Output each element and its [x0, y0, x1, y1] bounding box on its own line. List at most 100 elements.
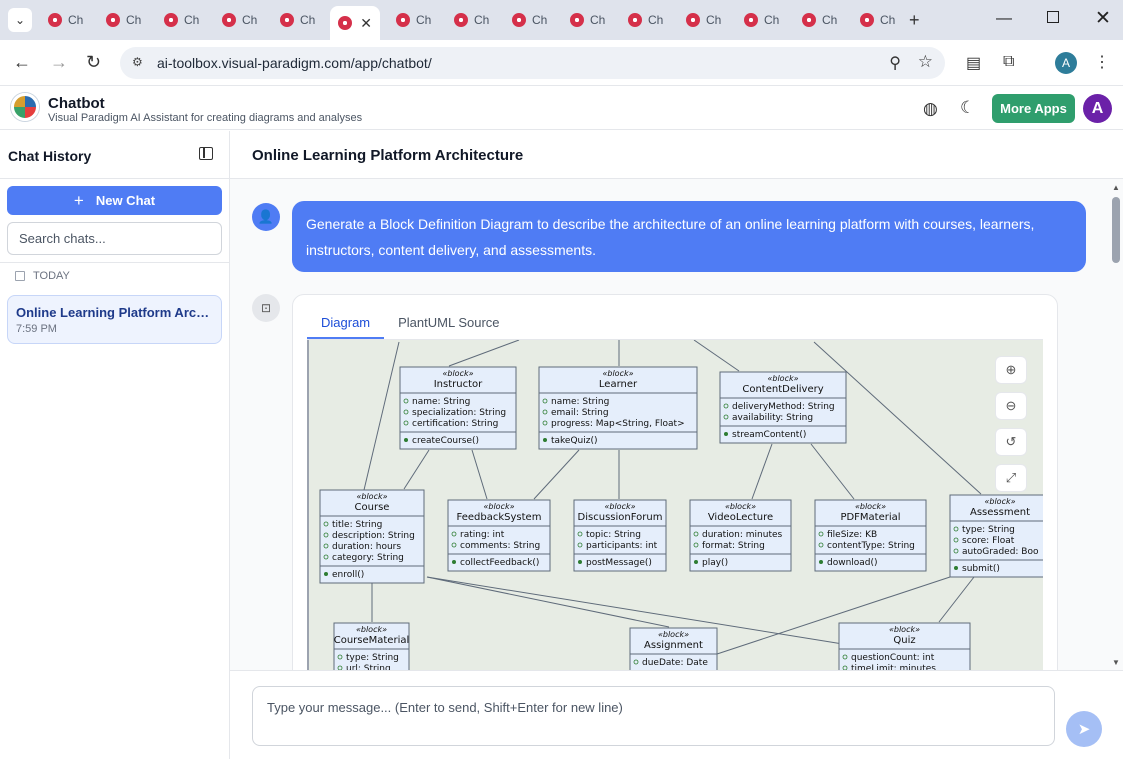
zoom-out-icon[interactable]: ⊖: [995, 392, 1027, 420]
attribute-icon: [818, 542, 824, 548]
block-attribute: duration: minutes: [702, 530, 783, 540]
close-tab-icon[interactable]: ✕: [360, 14, 372, 31]
attribute-icon: [842, 654, 848, 660]
calendar-icon: [15, 271, 25, 281]
zoom-in-icon[interactable]: ⊕: [995, 356, 1027, 384]
conversation-title: Online Learning Platform Architecture: [252, 147, 524, 164]
more-apps-button[interactable]: More Apps: [992, 94, 1075, 123]
browser-tab[interactable]: Ch: [794, 6, 850, 34]
scrollbar-thumb[interactable]: [1112, 197, 1120, 263]
block-attribute: description: String: [332, 531, 415, 541]
tab-plantuml-source[interactable]: PlantUML Source: [398, 315, 500, 330]
extensions-puzzle-icon[interactable]: ⧉: [1003, 53, 1015, 70]
browser-tab[interactable]: Ch: [98, 6, 154, 34]
browser-tab[interactable]: Ch: [388, 6, 444, 34]
sidebar-toggle-icon[interactable]: [199, 147, 213, 160]
search-chats-input[interactable]: [7, 222, 222, 255]
browser-tab[interactable]: Ch: [156, 6, 212, 34]
tab-favicon-icon: [802, 13, 816, 27]
block-stereotype: «block»: [767, 374, 798, 383]
block-attribute: comments: String: [460, 541, 540, 551]
association-line: [533, 449, 580, 500]
tab-favicon-icon: [106, 13, 120, 27]
block-name: FeedbackSystem: [457, 512, 542, 523]
block-operation: postMessage(): [586, 558, 652, 568]
close-window-icon[interactable]: ✕: [1095, 8, 1111, 29]
block-attribute: type: String: [962, 525, 1015, 535]
attribute-icon: [337, 665, 343, 670]
browser-tab[interactable]: Ch: [736, 6, 792, 34]
fit-screen-icon[interactable]: ⤢: [995, 464, 1027, 492]
block-stereotype: «block»: [483, 502, 514, 511]
browser-profile-avatar[interactable]: A: [1055, 52, 1077, 74]
scroll-down-icon[interactable]: ▼: [1112, 658, 1120, 667]
block-name: Instructor: [434, 379, 483, 390]
extension-download-icon[interactable]: ▤: [966, 55, 982, 72]
tab-favicon-icon: [222, 13, 236, 27]
tab-diagram[interactable]: Diagram: [307, 305, 385, 339]
message-composer: ➤: [230, 670, 1123, 759]
tab-favicon-icon: [280, 13, 294, 27]
chat-scrollbar[interactable]: ▲ ▼: [1109, 179, 1123, 670]
browser-tab[interactable]: Ch: [562, 6, 618, 34]
browser-tab[interactable]: Ch: [40, 6, 96, 34]
tab-label: Ch: [416, 13, 432, 27]
block-box: [319, 489, 425, 584]
chat-item-title: Online Learning Platform Architecture: [16, 305, 211, 320]
chat-messages[interactable]: 👤 Generate a Block Definition Diagram to…: [230, 179, 1123, 670]
browser-tab[interactable]: Ch: [678, 6, 734, 34]
attribute-icon: [403, 409, 409, 415]
browser-tab[interactable]: Ch: [504, 6, 560, 34]
block-box: [538, 366, 698, 450]
user-avatar[interactable]: A: [1083, 94, 1112, 123]
browser-tab[interactable]: Ch: [214, 6, 270, 34]
message-input[interactable]: [252, 686, 1055, 746]
send-button[interactable]: ➤: [1066, 711, 1102, 747]
association-line: [938, 576, 975, 623]
tab-label: Ch: [184, 13, 200, 27]
block-name: Course: [355, 502, 390, 513]
zoom-icon[interactable]: ⚲: [889, 55, 901, 72]
diagram-zoom-tools: ⊕ ⊖ ↺ ⤢: [995, 356, 1031, 500]
reset-view-icon[interactable]: ↺: [995, 428, 1027, 456]
forward-icon[interactable]: →: [50, 52, 68, 72]
association-line: [403, 449, 430, 490]
browser-menu-icon[interactable]: ⋮: [1094, 54, 1110, 71]
block-box: [399, 366, 517, 450]
block-box: [333, 622, 410, 670]
scroll-up-icon[interactable]: ▲: [1112, 183, 1120, 192]
maximize-icon[interactable]: [1047, 11, 1059, 23]
reload-icon[interactable]: ↻: [86, 52, 102, 72]
block-attribute: score: Float: [962, 536, 1015, 546]
language-globe-icon[interactable]: ◍: [923, 99, 938, 118]
attribute-icon: [577, 531, 583, 537]
tab-label: Ch: [300, 13, 316, 27]
address-bar[interactable]: ⚙ ai-toolbox.visual-paradigm.com/app/cha…: [120, 47, 945, 79]
new-tab-icon[interactable]: +: [909, 10, 920, 30]
block-name: PDFMaterial: [840, 512, 900, 523]
block-attribute: url: String: [346, 664, 391, 670]
attribute-icon: [323, 521, 329, 527]
browser-tab[interactable]: Ch: [620, 6, 676, 34]
tab-label: Ch: [648, 13, 664, 27]
bookmark-star-icon[interactable]: ☆: [917, 52, 933, 71]
dark-mode-moon-icon[interactable]: ☾: [960, 98, 976, 117]
association-line: [448, 340, 520, 367]
browser-tab[interactable]: ✕: [330, 6, 380, 40]
browser-tab[interactable]: Ch: [272, 6, 328, 34]
browser-tab[interactable]: Ch: [852, 6, 908, 34]
attribute-icon: [337, 654, 343, 660]
minimize-icon[interactable]: —: [996, 10, 1012, 27]
tab-favicon-icon: [860, 13, 874, 27]
chat-history-item[interactable]: Online Learning Platform Architecture 7:…: [7, 295, 222, 344]
site-info-icon[interactable]: ⚙: [132, 55, 143, 69]
block-attribute: certification: String: [412, 419, 498, 429]
new-chat-button[interactable]: + New Chat: [7, 186, 222, 215]
browser-tab[interactable]: Ch: [446, 6, 502, 34]
back-icon[interactable]: ←: [13, 52, 31, 72]
tab-search-icon[interactable]: ⌄: [8, 8, 32, 32]
